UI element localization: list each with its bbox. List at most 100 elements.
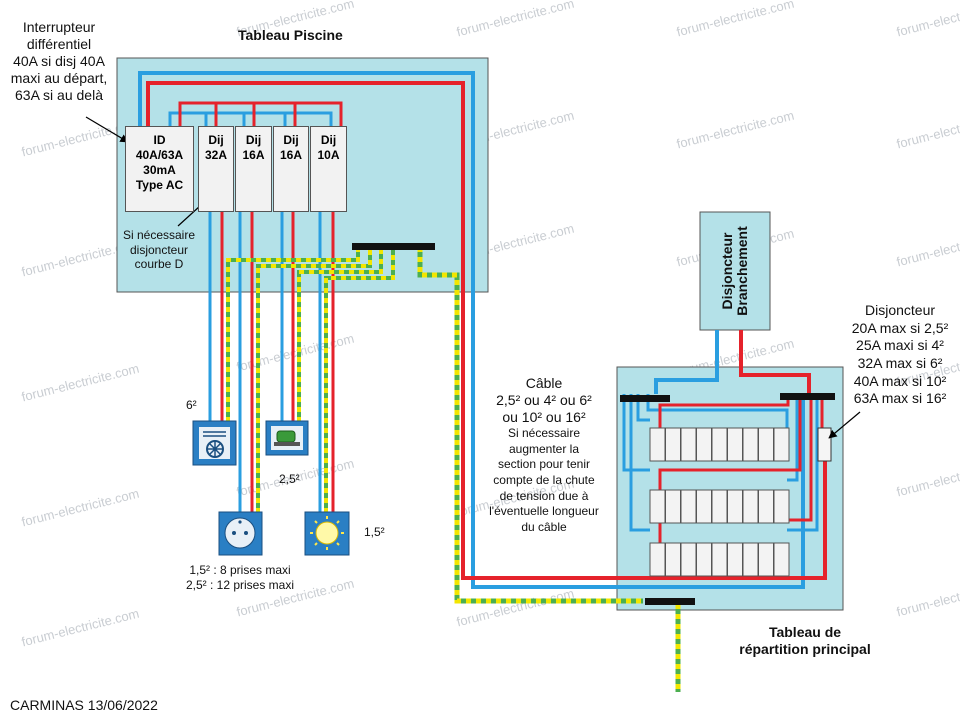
main-panel-module (665, 542, 681, 577)
breaker-line: Dij (283, 133, 299, 147)
main-panel-module (758, 427, 774, 462)
main-panel-module (727, 427, 743, 462)
breaker-line: 16A (279, 148, 302, 162)
curve-note-line: disjoncteur (129, 242, 189, 257)
id-breaker-line: 30mA (143, 163, 176, 177)
main-panel-module (758, 542, 774, 577)
branchement-line: Branchement (734, 226, 750, 316)
id-breaker-line: Type AC (135, 178, 184, 192)
pool-earth-bar (352, 243, 435, 250)
breaker-32a: Dij 32A (198, 126, 234, 212)
breaker-line: 16A (242, 148, 265, 162)
main-neutral-bar (620, 395, 670, 402)
main-panel-module (773, 427, 790, 462)
breaker-line: 10A (317, 148, 340, 162)
breaker-16a-2: Dij 16A (273, 126, 309, 212)
cable-note-line: section pour tenir (497, 457, 591, 472)
light-bulb-icon (304, 511, 350, 556)
branchement-line: Disjoncteur (719, 232, 735, 310)
id-note-line: différentiel (26, 36, 92, 53)
id-note-line: maxi au départ, (10, 70, 108, 87)
cable-note-section: 2,5² ou 4² ou 6² (496, 392, 592, 409)
main-panel-module (680, 542, 697, 577)
pool-panel-title: Tableau Piscine (238, 27, 343, 43)
id-breaker-line: 40A/63A (135, 148, 184, 162)
id-breaker-line: ID (153, 133, 166, 147)
id-note-arrow (85, 116, 129, 143)
main-earth-bar (645, 598, 695, 605)
main-panel-module (696, 542, 712, 577)
breaker-note-line: 40A max si 10² (853, 372, 947, 389)
id-note: Interrupteur différentiel 40A si disj 40… (4, 19, 114, 104)
main-panel-module (696, 489, 712, 524)
curve-note-line: Si nécessaire (122, 228, 196, 242)
cable-note-section: ou 10² ou 16² (502, 409, 586, 426)
id-note-line: 63A si au delà (15, 87, 103, 104)
cable-note-line: augmenter la (508, 441, 580, 456)
heat-pump-section: 6² (186, 398, 197, 412)
breaker-note-line: 25A maxi si 4² (856, 337, 944, 354)
breaker-note-line: Disjoncteur (864, 302, 936, 318)
id-note-line: Interrupteur (22, 19, 96, 35)
main-panel-module (742, 542, 759, 577)
id-breaker: ID 40A/63A 30mA Type AC (125, 126, 194, 212)
light-section: 1,5² (364, 525, 385, 539)
breaker-line: Dij (245, 133, 262, 147)
main-panel-module (727, 542, 743, 577)
main-panel-module (773, 489, 790, 524)
cable-note-details: Si nécessaire augmenter la section pour … (478, 426, 610, 535)
pool-circuits (208, 211, 335, 513)
breaker-line: Dij (208, 133, 224, 147)
main-panel-module (649, 427, 666, 462)
cable-note: Câble 2,5² ou 4² ou 6² ou 10² ou 16² Si … (478, 375, 610, 535)
main-panel-module (665, 427, 681, 462)
breaker-line: Dij (320, 133, 337, 147)
signature: CARMINAS 13/06/2022 (10, 697, 158, 713)
branchement-label: Disjoncteur Branchement (719, 212, 750, 330)
breaker-16a-1: Dij 16A (235, 126, 272, 212)
breaker-note-arrow (828, 411, 861, 439)
breaker-10a: Dij 10A (310, 126, 347, 212)
breaker-note-line: 20A max si 2,5² (851, 319, 949, 336)
pump-section: 2,5² (279, 472, 300, 486)
main-panel-module (727, 489, 743, 524)
curve-note-line: courbe D (134, 257, 184, 272)
breaker-note: Disjoncteur 20A max si 2,5² 25A maxi si … (842, 302, 958, 408)
main-panel-rails (649, 427, 790, 577)
main-panel-module (758, 489, 774, 524)
cable-note-line: l'éventuelle longueur (489, 504, 599, 519)
main-panel-module (680, 427, 697, 462)
feeder-cable (138, 71, 827, 604)
main-panel-module (649, 489, 666, 524)
cable-note-title: Câble (525, 375, 563, 391)
main-panel-module (711, 542, 728, 577)
cable-note-line: de tension due à (499, 488, 589, 503)
main-panel-module (711, 427, 728, 462)
cable-note-line: compte de la chute (493, 473, 595, 488)
breaker-note-line: 63A max si 16² (853, 390, 947, 407)
main-panel-module (665, 489, 681, 524)
main-panel-title: Tableau de répartition principal (722, 624, 888, 658)
socket-icon (218, 511, 263, 556)
branchement-box (699, 211, 771, 331)
breaker-note-line: 32A max si 6² (857, 354, 943, 371)
breaker-line: 32A (204, 148, 227, 162)
main-panel-title-line: Tableau de (768, 624, 842, 640)
socket-note-line: 1,5² : 8 prises maxi (189, 563, 291, 577)
main-panel-module (742, 489, 759, 524)
cable-note-line: Si nécessaire (507, 426, 581, 441)
pool-feed-breaker (817, 427, 832, 462)
main-panel-module (680, 489, 697, 524)
cable-note-line: du câble (521, 519, 567, 534)
heat-pump-icon (192, 420, 237, 466)
main-panel-module (773, 542, 790, 577)
socket-note: 1,5² : 8 prises maxi 2,5² : 12 prises ma… (175, 563, 305, 592)
pump-icon (265, 420, 309, 456)
main-panel-module (711, 489, 728, 524)
id-note-line: 40A si disj 40A (13, 53, 105, 70)
curve-note: Si nécessaire disjoncteur courbe D (112, 228, 206, 272)
pool-earth (226, 247, 395, 513)
main-panel-module (742, 427, 759, 462)
